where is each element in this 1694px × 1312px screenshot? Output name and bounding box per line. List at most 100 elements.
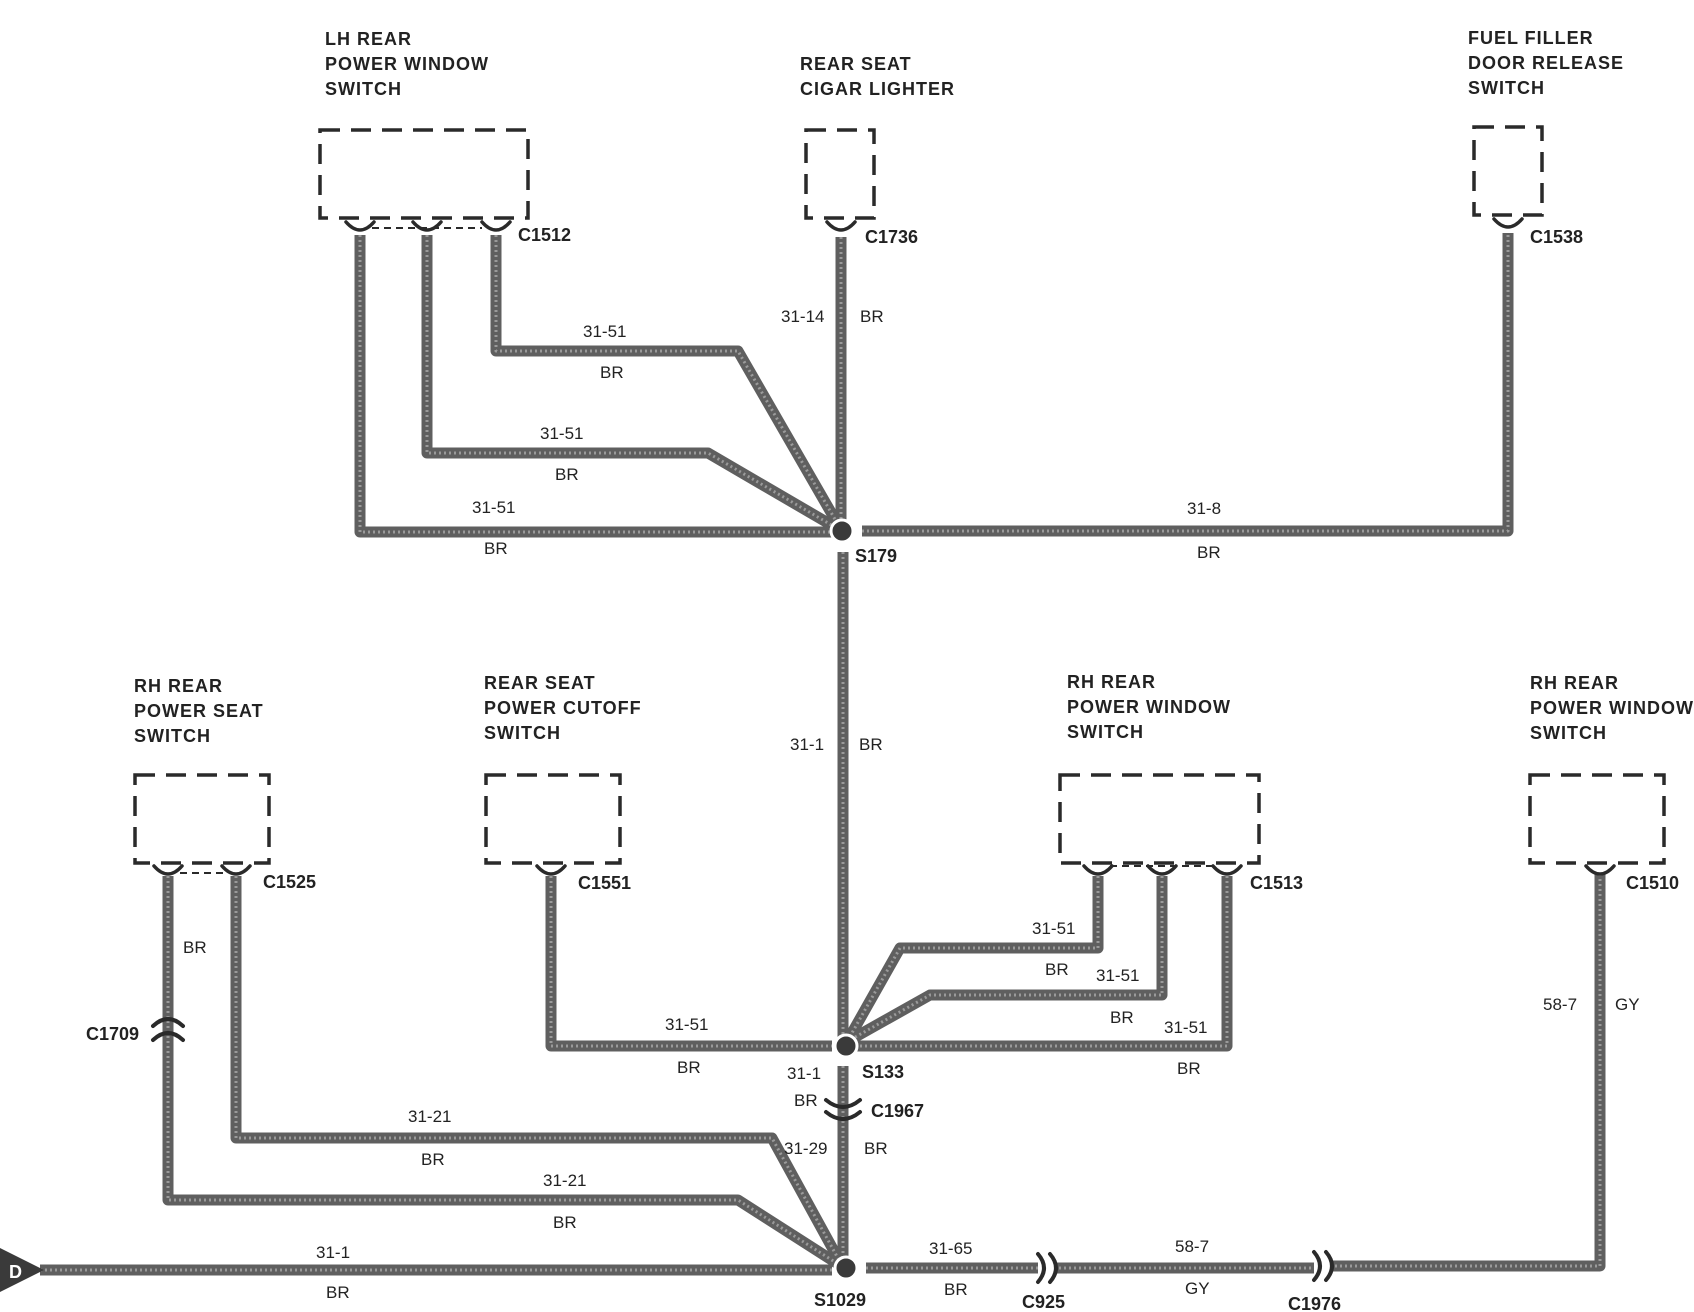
wire-label: 31-65	[929, 1239, 972, 1258]
inline-connectors	[151, 1017, 1334, 1284]
rh-rear-window-switch-label: RH REAR POWER WINDOW SWITCH	[1067, 672, 1237, 742]
wire-color-label: BR	[553, 1213, 577, 1232]
wire-color-label: BR	[1045, 960, 1069, 979]
c1513-label: C1513	[1250, 873, 1303, 893]
wire-color-label: BR	[944, 1280, 968, 1299]
wire-color-label: BR	[326, 1283, 350, 1302]
off-page-letter: D	[9, 1262, 22, 1282]
wire-label: 58-7	[1543, 995, 1577, 1014]
c1512-label: C1512	[518, 225, 571, 245]
wire-label: 31-51	[1032, 919, 1075, 938]
wire-label: 58-7	[1175, 1237, 1209, 1256]
wire-color-label: GY	[1615, 995, 1640, 1014]
rear-seat-cutoff-switch-box	[484, 773, 622, 865]
s133-splice	[833, 1033, 859, 1059]
wire-label: 31-51	[1096, 966, 1139, 985]
cigar-lighter-label: REAR SEAT CIGAR LIGHTER	[800, 54, 955, 99]
wire-color-label: BR	[484, 539, 508, 558]
c1967-label: C1967	[871, 1101, 924, 1121]
c1976-label: C1976	[1288, 1294, 1341, 1312]
wire-c1525-pin1-s1029	[162, 876, 841, 1269]
c1513-pin-3	[1211, 864, 1243, 876]
c1709-inline-connector	[151, 1017, 185, 1042]
c1525-pin-2	[220, 864, 252, 876]
off-page-arrow	[0, 1248, 44, 1292]
off-page-reference: D	[0, 1248, 44, 1292]
wire-color-label: BR	[1177, 1059, 1201, 1078]
wire-label: 31-51	[1164, 1018, 1207, 1037]
c1525-label: C1525	[263, 872, 316, 892]
c1512-pin-2	[411, 220, 443, 232]
c1513-pin-1	[1082, 864, 1114, 876]
wire-label: 31-29	[784, 1139, 827, 1158]
c1551-pin	[535, 864, 567, 876]
c1525-pin-1	[152, 864, 184, 876]
wire-color-label: BR	[183, 938, 207, 957]
wire-color-label: BR	[600, 363, 624, 382]
rh-rear-window-switch-2-box	[1528, 773, 1666, 865]
fuel-filler-switch-label: FUEL FILLER DOOR RELEASE SWITCH	[1468, 28, 1630, 98]
rh-rear-seat-switch-label: RH REAR POWER SEAT SWITCH	[134, 676, 270, 746]
c1512-pin-3	[480, 220, 512, 232]
wire-color-label: BR	[421, 1150, 445, 1169]
c1967-inline-connector	[824, 1098, 862, 1121]
s1029-label: S1029	[814, 1290, 866, 1310]
wire-label: 31-1	[787, 1064, 821, 1083]
rh-rear-seat-switch-box	[133, 773, 271, 865]
wire-label: 31-51	[472, 498, 515, 517]
wire-color-label: BR	[794, 1091, 818, 1110]
c1513-pin-2	[1146, 864, 1178, 876]
wire-color-label: GY	[1185, 1279, 1210, 1298]
wire-c1512-pin2-s179	[421, 235, 843, 535]
c1551-label: C1551	[578, 873, 631, 893]
wire-label: 31-21	[408, 1107, 451, 1126]
connector-pins	[152, 217, 1616, 876]
c925-inline-connector	[1036, 1252, 1058, 1284]
wire-texture	[40, 233, 1602, 1272]
wire-color-label: BR	[1110, 1008, 1134, 1027]
splices	[829, 518, 859, 1281]
wire-color-label: BR	[1197, 543, 1221, 562]
lh-rear-window-switch-label: LH REAR POWER WINDOW SWITCH	[325, 29, 495, 99]
component-boxes	[133, 125, 1666, 874]
connector-labels: C1512 C1736 C1538 C1525 C1551 C1513 C151…	[86, 225, 1679, 1312]
rh-rear-window-switch-box	[1058, 773, 1261, 865]
c1736-label: C1736	[865, 227, 918, 247]
wire-c1976-c1510	[1330, 874, 1606, 1272]
wire-color-label: BR	[677, 1058, 701, 1077]
wire-color-label: BR	[555, 465, 579, 484]
wire-color-label: BR	[859, 735, 883, 754]
fuel-filler-switch-box	[1472, 125, 1544, 217]
s133-label: S133	[862, 1062, 904, 1082]
wire-color-label: BR	[860, 307, 884, 326]
wire-label: 31-51	[540, 424, 583, 443]
s179-splice	[829, 518, 855, 544]
cigar-lighter-box	[804, 128, 876, 220]
c1510-pin	[1584, 864, 1616, 876]
lh-rear-window-switch-box	[318, 128, 530, 220]
c1538-label: C1538	[1530, 227, 1583, 247]
wire-label: 31-14	[781, 307, 824, 326]
wire-c1512-pin3-s179	[490, 235, 845, 531]
c1976-inline-connector	[1312, 1250, 1334, 1282]
s179-label: S179	[855, 546, 897, 566]
wire-label: 31-1	[790, 735, 824, 754]
wire-s179-c1538	[862, 233, 1514, 537]
c925-label: C925	[1022, 1292, 1065, 1312]
wire-label: 31-8	[1187, 499, 1221, 518]
wire-label: 31-1	[316, 1243, 350, 1262]
wire-label: 31-51	[665, 1015, 708, 1034]
c1709-label: C1709	[86, 1024, 139, 1044]
rear-seat-cutoff-switch-label: REAR SEAT POWER CUTOFF SWITCH	[484, 673, 648, 743]
c1510-label: C1510	[1626, 873, 1679, 893]
c1538-pin	[1492, 217, 1524, 229]
s1029-splice	[833, 1255, 859, 1281]
wire-label: 31-21	[543, 1171, 586, 1190]
c1736-pin	[825, 220, 857, 232]
wire-label: 31-51	[583, 322, 626, 341]
wire-color-label: BR	[864, 1139, 888, 1158]
rh-rear-window-switch-2-label: RH REAR POWER WINDOW SWITCH	[1530, 673, 1694, 743]
component-labels: LH REAR POWER WINDOW SWITCH REAR SEAT CI…	[134, 28, 1694, 746]
c1512-pin-1	[344, 220, 376, 232]
